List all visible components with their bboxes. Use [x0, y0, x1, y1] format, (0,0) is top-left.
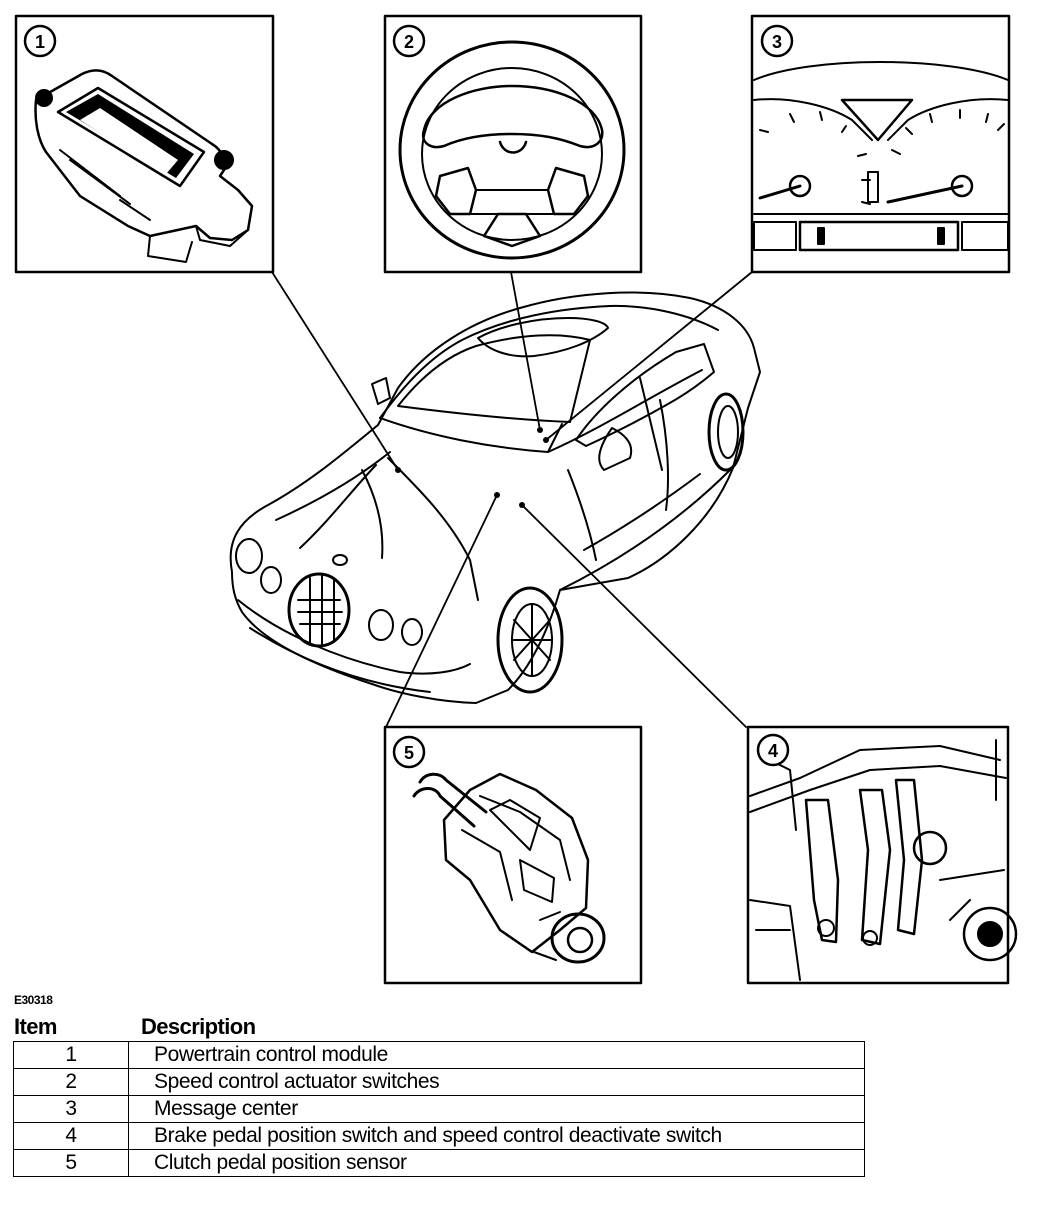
- legend-row: 3 Message center: [13, 1095, 865, 1123]
- callout-3: 3: [772, 32, 782, 52]
- callout-1: 1: [35, 32, 45, 52]
- legend-item-number: 5: [13, 1149, 129, 1177]
- legend-item-description: Clutch pedal position sensor: [128, 1149, 865, 1177]
- legend-item-description: Speed control actuator switches: [128, 1068, 865, 1096]
- panel-4-brake-pedal-position-switch: [746, 725, 1018, 985]
- legend-row: 4 Brake pedal position switch and speed …: [13, 1122, 865, 1150]
- legend-row: 1 Powertrain control module: [13, 1041, 865, 1069]
- legend-row: 5 Clutch pedal position sensor: [13, 1149, 865, 1177]
- legend-item-description: Brake pedal position switch and speed co…: [128, 1122, 865, 1150]
- legend-item-number: 3: [13, 1095, 129, 1123]
- figure-id: E30318: [14, 993, 53, 1007]
- panel-2-speed-control-actuator-switches: [383, 14, 643, 274]
- vehicle-illustration: [229, 291, 761, 704]
- legend-table: 1 Powertrain control module 2 Speed cont…: [13, 1041, 865, 1177]
- legend-header-item: Item: [14, 1014, 57, 1039]
- callout-badges: 1 2 3 4 5: [23, 24, 794, 769]
- panel-1-powertrain-control-module: [14, 14, 275, 274]
- callout-4: 4: [768, 741, 778, 761]
- leader-dots: [395, 427, 549, 508]
- component-location-diagram: 1 2 3 4 5: [14, 14, 1018, 985]
- legend-row: 2 Speed control actuator switches: [13, 1068, 865, 1096]
- legend-item-description: Powertrain control module: [128, 1041, 865, 1069]
- legend-item-description: Message center: [128, 1095, 865, 1123]
- panel-3-message-center: [750, 14, 1011, 274]
- legend-item-number: 2: [13, 1068, 129, 1096]
- callout-2: 2: [404, 32, 414, 52]
- callout-5: 5: [404, 743, 414, 763]
- leader-lines: [271, 271, 753, 728]
- legend-item-number: 4: [13, 1122, 129, 1150]
- legend-header-description: Description: [141, 1014, 256, 1039]
- legend-item-number: 1: [13, 1041, 129, 1069]
- panel-5-clutch-pedal-position-sensor: [383, 725, 643, 985]
